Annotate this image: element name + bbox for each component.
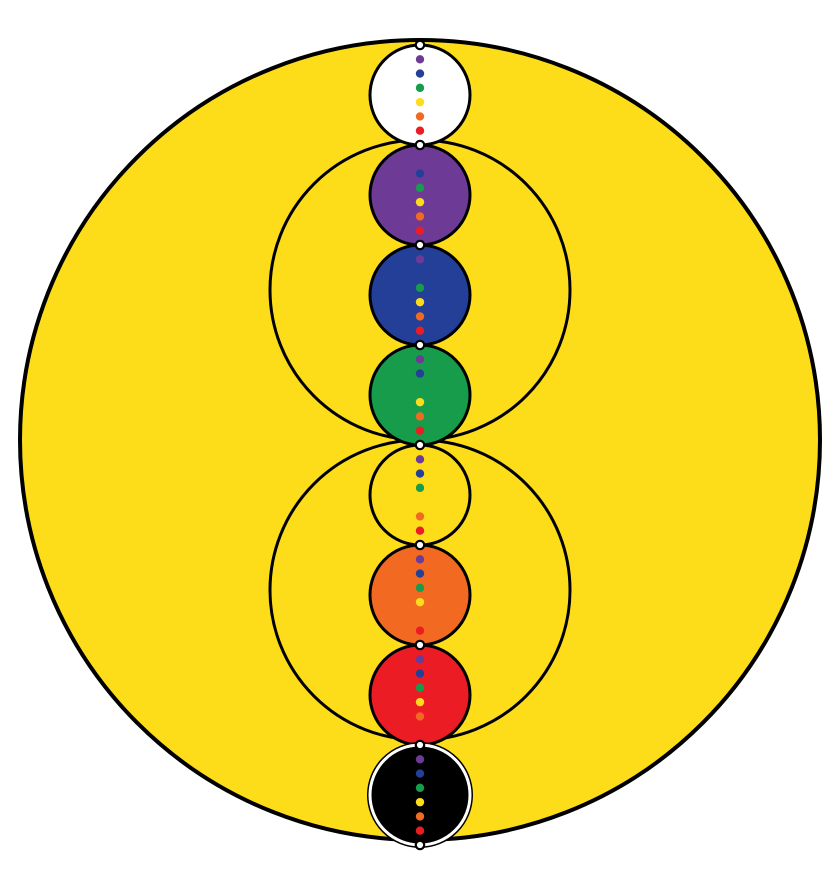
spine-dot bbox=[415, 397, 425, 407]
spine-dot bbox=[415, 326, 425, 335]
spine-dot bbox=[415, 669, 425, 678]
spine-dot bbox=[415, 69, 425, 78]
spine-dot bbox=[415, 497, 425, 507]
spine-dot bbox=[415, 569, 425, 578]
spine-dot bbox=[415, 297, 425, 307]
spine-dot bbox=[415, 169, 425, 178]
spine-dot-ring bbox=[414, 639, 426, 651]
spine-dot-ring bbox=[414, 439, 426, 451]
spine-dot bbox=[415, 283, 425, 293]
spine-dot bbox=[415, 755, 425, 764]
spine-dot bbox=[415, 769, 425, 778]
spine-dot bbox=[415, 83, 425, 93]
spine-dot-ring bbox=[414, 739, 426, 751]
spine-dot-ring bbox=[414, 239, 426, 251]
spine-dot bbox=[415, 512, 425, 521]
spine-dot bbox=[415, 355, 425, 364]
spine-dot bbox=[415, 55, 425, 64]
spine-dot bbox=[415, 97, 425, 107]
spine-dot bbox=[415, 797, 425, 807]
spine-dot bbox=[415, 555, 425, 564]
spine-dot bbox=[415, 597, 425, 607]
spine-dot bbox=[415, 726, 425, 735]
spine-dot bbox=[415, 212, 425, 221]
spine-dot bbox=[415, 383, 425, 393]
spine-dot bbox=[415, 412, 425, 421]
spine-dot bbox=[415, 683, 425, 693]
spine-dot bbox=[415, 226, 425, 235]
spine-dot-ring bbox=[414, 39, 426, 51]
spine-dot bbox=[415, 826, 425, 835]
spine-dot bbox=[415, 783, 425, 793]
spine-dot bbox=[415, 626, 425, 635]
spine-dot-ring bbox=[414, 339, 426, 351]
spine-dot bbox=[415, 712, 425, 721]
spine-dot bbox=[415, 112, 425, 121]
spine-dot bbox=[415, 526, 425, 535]
spine-dot bbox=[415, 483, 425, 493]
spine-dot bbox=[415, 469, 425, 478]
spine-dot bbox=[415, 655, 425, 664]
spine-dot bbox=[415, 155, 425, 164]
spine-dot bbox=[415, 369, 425, 378]
spine-dot bbox=[415, 183, 425, 193]
spine-dot-ring bbox=[414, 139, 426, 151]
spine-dot bbox=[415, 269, 425, 278]
spine-dot bbox=[415, 455, 425, 464]
spine-dot bbox=[415, 697, 425, 707]
spine-dot bbox=[415, 612, 425, 621]
spine-dot bbox=[415, 126, 425, 135]
spine-dot bbox=[415, 426, 425, 435]
spine-dot-ring bbox=[414, 839, 426, 851]
spine-dot bbox=[415, 583, 425, 593]
spine-dot bbox=[415, 255, 425, 264]
spine-dot-ring bbox=[414, 539, 426, 551]
spine-dot bbox=[415, 312, 425, 321]
spine-dot bbox=[415, 812, 425, 821]
spine-dot bbox=[415, 197, 425, 207]
